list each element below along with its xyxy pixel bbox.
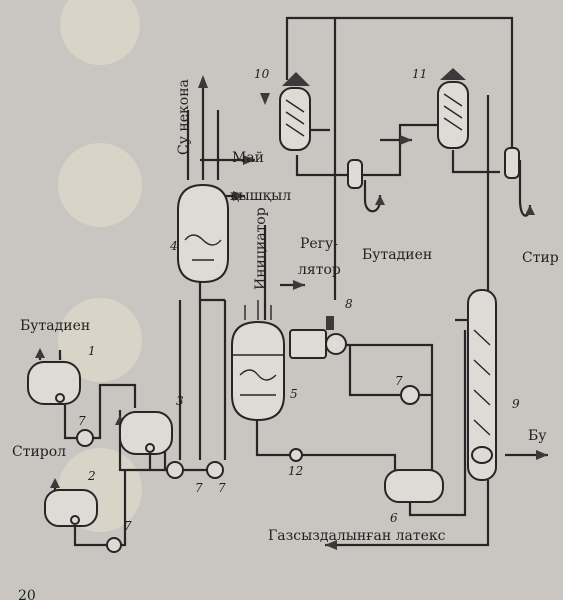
column-9	[467, 289, 497, 481]
reactor-5	[231, 300, 285, 422]
separator-right	[504, 147, 520, 179]
pump-7-a	[76, 429, 94, 447]
separator-left	[347, 159, 363, 189]
pump-7-d	[206, 461, 224, 479]
label-regulator-1: Регу-	[300, 236, 338, 252]
num-7b: 7	[395, 374, 403, 388]
num-7e: 7	[124, 519, 132, 533]
num-5: 5	[290, 387, 298, 401]
tank-1	[27, 361, 81, 405]
pump-8	[289, 316, 347, 359]
num-12: 12	[288, 464, 303, 478]
tank-2	[44, 489, 98, 527]
num-3: 3	[176, 394, 184, 408]
num-8: 8	[345, 297, 353, 311]
column-10	[279, 72, 311, 151]
label-regulator-2: лятор	[298, 262, 341, 278]
num-4: 4	[169, 239, 178, 253]
vessel-4	[177, 183, 229, 284]
num-7d: 7	[218, 481, 226, 495]
page-number: 20	[18, 588, 36, 600]
top-header-pipe	[285, 16, 514, 150]
label-initiator: Инициатор	[253, 207, 269, 290]
num-10: 10	[254, 67, 270, 81]
num-7a: 7	[78, 414, 86, 428]
label-steam: Бу	[528, 428, 547, 444]
num-2: 2	[87, 469, 96, 483]
num-11: 11	[412, 67, 427, 81]
tank-3	[119, 411, 173, 455]
tank-6	[384, 469, 444, 503]
label-latex: Газсыздалынған латекс	[268, 528, 446, 544]
column-11	[437, 68, 469, 149]
label-styrene-left: Стирол	[12, 444, 66, 460]
label-acid: қышқыл	[230, 188, 291, 204]
num-1: 1	[88, 344, 96, 358]
label-oil: Май	[232, 150, 264, 166]
label-water: Су некона	[176, 79, 192, 155]
label-butadiene-left: Бутадиен	[20, 318, 90, 334]
label-styrene-top: Стир	[522, 250, 559, 266]
pump-7-b	[400, 385, 420, 405]
pump-7-e	[106, 537, 122, 553]
num-9: 9	[512, 397, 520, 411]
num-7c: 7	[195, 481, 203, 495]
label-butadiene-top: Бутадиен	[362, 247, 432, 263]
valve-12	[289, 448, 303, 462]
flow-arrows	[35, 75, 548, 550]
pumps-7	[76, 385, 420, 553]
pump-7-c	[166, 461, 184, 479]
latex-outlet-pipe	[325, 480, 490, 547]
num-6: 6	[390, 511, 398, 525]
